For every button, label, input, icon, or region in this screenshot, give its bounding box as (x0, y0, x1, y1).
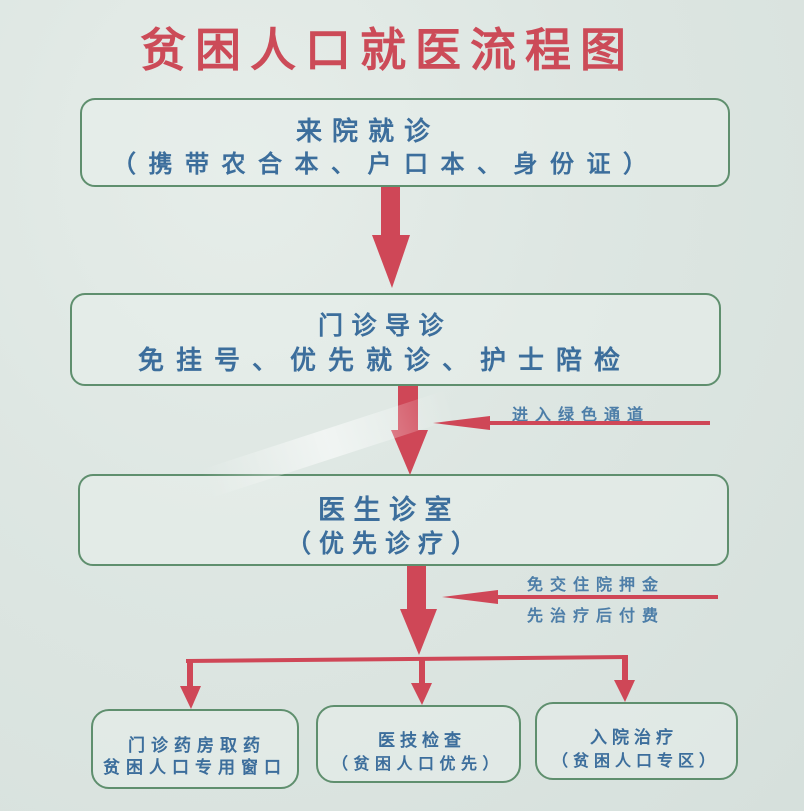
side-note-no-deposit: 免交住院押金 (527, 575, 666, 594)
branch-2-title: 医技检查 (378, 731, 466, 751)
poster-title: 贫困人口就医流程图 (140, 23, 635, 77)
down-arrow-icon (400, 566, 437, 655)
branch-box-pharmacy (91, 709, 299, 789)
down-arrow-icon (372, 187, 410, 288)
step-box-outpatient-guidance (70, 293, 721, 386)
step-1-title: 来院就诊 (296, 117, 441, 147)
down-arrow-icon (391, 386, 428, 475)
branch-box-inpatient (535, 702, 738, 780)
step-3-title: 医生诊室 (318, 495, 460, 526)
branch-3-detail: （贫困人口专区） (552, 751, 721, 770)
branch-3-title: 入院治疗 (590, 728, 678, 748)
step-box-visit-hospital (80, 98, 730, 187)
branch-1-detail: 贫困人口专用窗口 (103, 758, 287, 778)
step-3-detail: （优先诊疗） (286, 529, 485, 558)
step-2-detail: 免挂号、优先就诊、护士陪检 (138, 346, 633, 376)
branch-connector (180, 655, 635, 709)
side-note-treat-first-pay-later: 先治疗后付费 (527, 606, 666, 625)
branch-2-detail: （贫困人口优先） (332, 754, 505, 773)
branch-1-title: 门诊药房取药 (128, 736, 266, 756)
step-1-detail: （携带农合本、户口本、身份证） (112, 150, 660, 178)
left-arrow-icon (433, 416, 710, 430)
left-arrow-icon (442, 590, 718, 604)
branch-box-medical-exam (316, 705, 521, 783)
step-2-title: 门诊导诊 (318, 311, 453, 340)
side-note-green-channel: 进入绿色通道 (512, 405, 651, 424)
